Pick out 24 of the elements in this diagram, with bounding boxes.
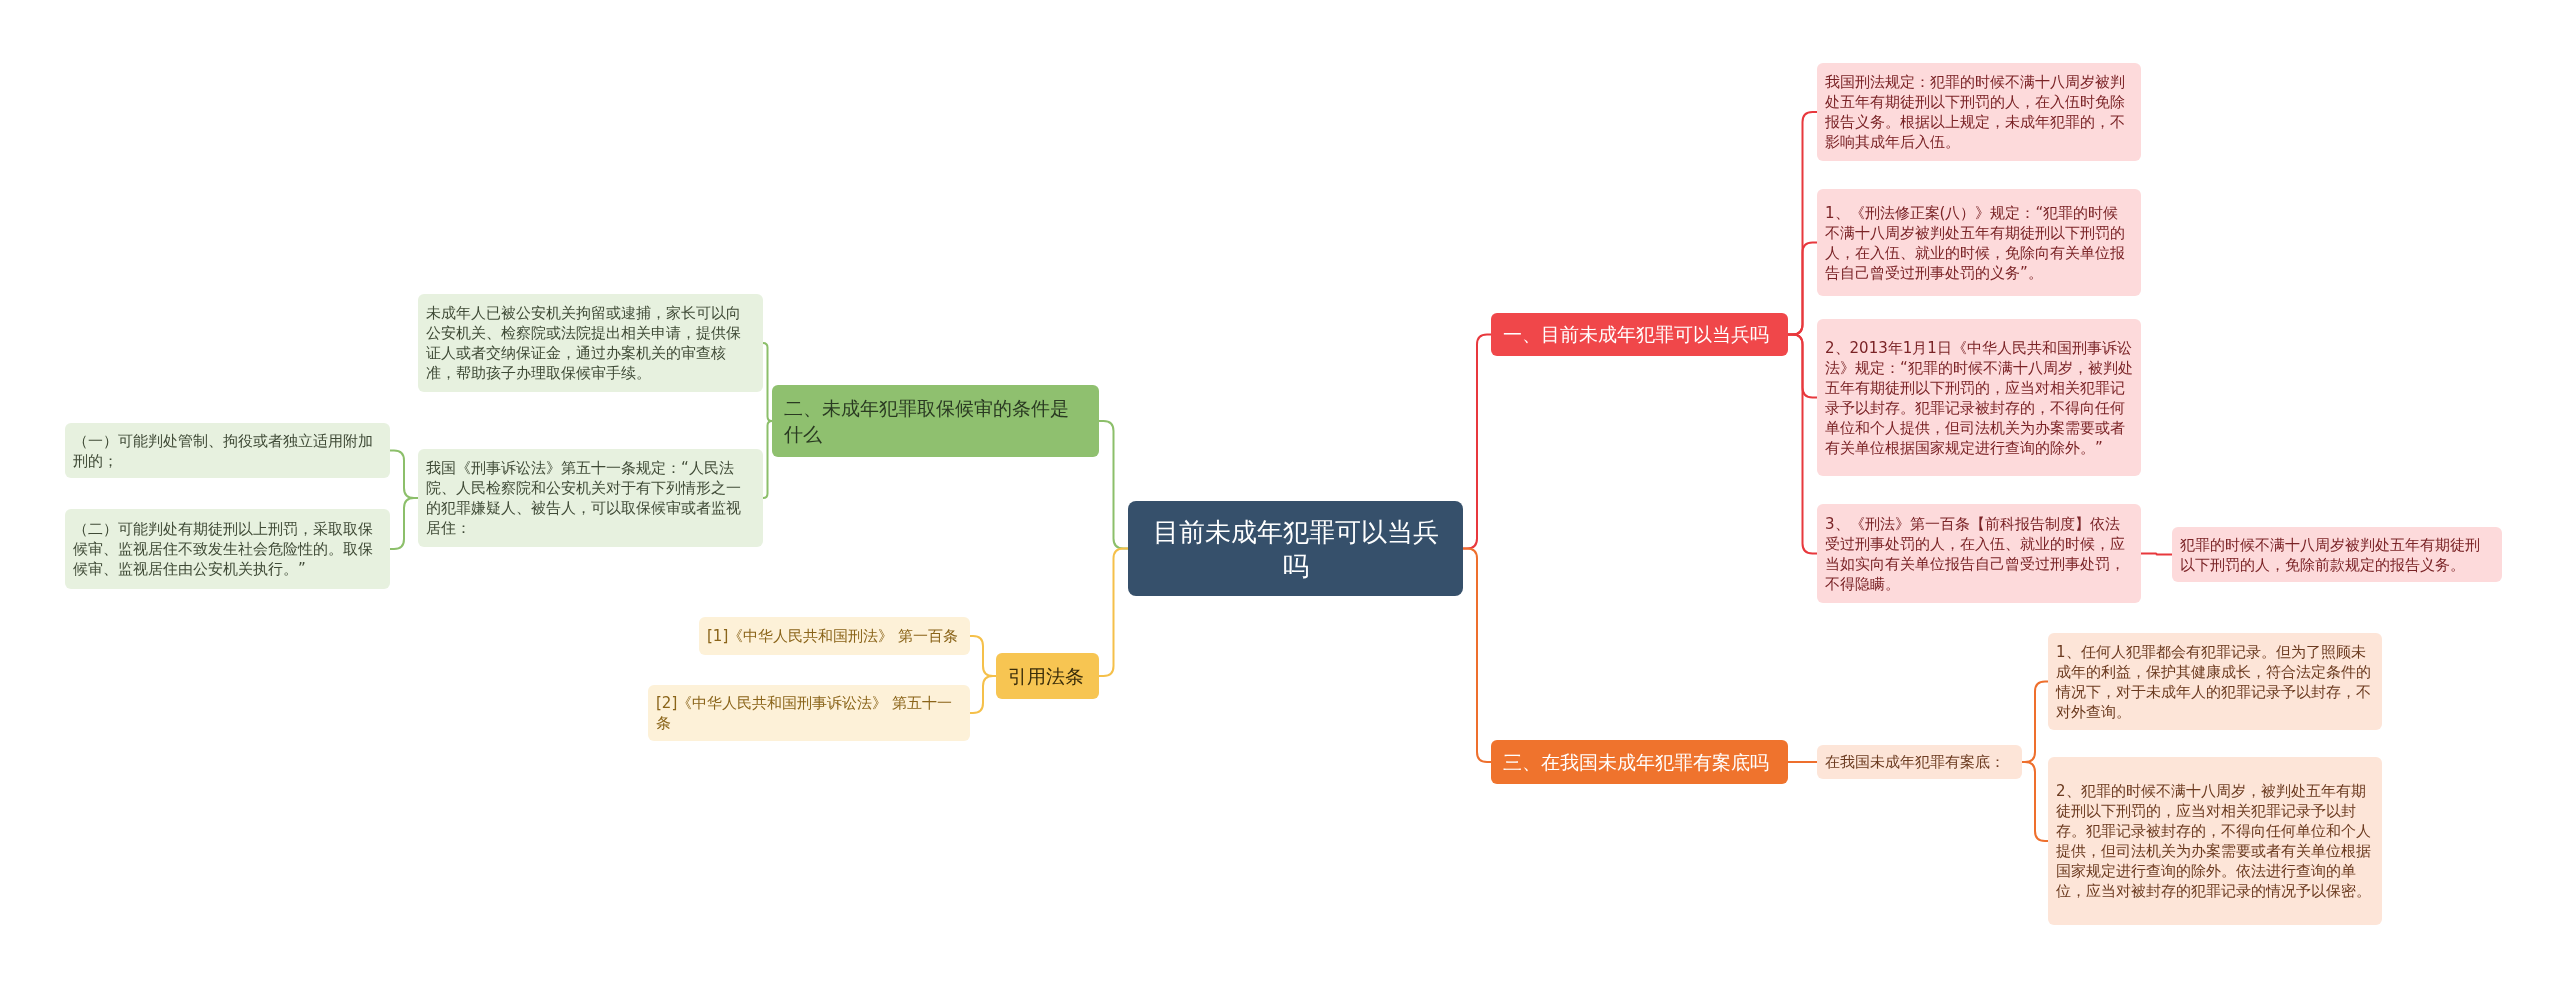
note-card: 犯罪的时候不满十八周岁被判处五年有期徒刑以下刑罚的人，免除前款规定的报告义务。 <box>2172 527 2502 582</box>
connector-line <box>762 342 773 422</box>
branch-topic: 引用法条 <box>996 653 1099 699</box>
note-card: （二）可能判处有期徒刑以上刑罚，采取取保候审、监视居住不致发生社会危险性的。取保候审、监视居住由公安机关执行。” <box>65 509 390 589</box>
note-card: 在我国未成年犯罪有案底： <box>1817 745 2022 779</box>
connector-line <box>2140 552 2173 556</box>
branch-topic: 三、在我国未成年犯罪有案底吗 <box>1491 740 1788 784</box>
note-card: 3、《刑法》第一百条【前科报告制度】依法受过刑事处罚的人，在入伍、就业的时候，应当如实向有关单位报告自己曾受过刑事处罚，不得隐瞒。 <box>1817 504 2141 603</box>
branch-topic: 二、未成年犯罪取保候审的条件是什么 <box>772 385 1099 457</box>
note-card: 1、《刑法修正案(八）》规定：“犯罪的时候不满十八周岁被判处五年有期徒刑以下刑罚的人，在入伍、就业的时候，免除向有关单位报告自己曾受过刑事处罚的义务”。 <box>1817 189 2141 296</box>
root-topic: 目前未成年犯罪可以当兵吗 <box>1128 501 1463 596</box>
note-card: 1、任何人犯罪都会有犯罪记录。但为了照顾未成年的利益，保护其健康成长，符合法定条件的情况下，对于未成年人的犯罪记录予以封存，不对外查询。 <box>2048 633 2382 730</box>
note-card: 我国《刑事诉讼法》第五十一条规定：“人民法院、人民检察院和公安机关对于有下列情形之一的犯罪嫌疑人、被告人，可以取保候审或者监视居住： <box>418 449 763 547</box>
connector-line <box>762 420 773 499</box>
note-card: 未成年人已被公安机关拘留或逮捕，家长可以向公安机关、检察院或法院提出相关申请，提供保证人或者交纳保证金，通过办案机关的审查核准，帮助孩子办理取保候审手续。 <box>418 294 763 392</box>
branch-topic: 一、目前未成年犯罪可以当兵吗 <box>1491 313 1788 356</box>
reference-card: [2]《中华人民共和国刑事诉讼法》 第五十一条 <box>648 685 970 741</box>
connector-line <box>1462 547 1492 763</box>
note-card: 我国刑法规定：犯罪的时候不满十八周岁被判处五年有期徒刑以下刑罚的人，在入伍时免除报告义务。根据以上规定，未成年犯罪的，不影响其成年后入伍。 <box>1817 63 2141 161</box>
reference-card: [1]《中华人民共和国刑法》 第一百条 <box>699 617 970 655</box>
connector-line <box>1787 761 1818 763</box>
note-card: （一）可能判处管制、拘役或者独立适用附加刑的； <box>65 423 390 478</box>
note-card: 2、犯罪的时候不满十八周岁，被判处五年有期徒刑以下刑罚的，应当对相关犯罪记录予以封存。犯罪记录被封存的，不得向任何单位和个人提供，但司法机关为办案需要或者有关单位根据国家规定进行查询的除外。依法进行查询的单位，应当对被封存的犯罪记录的情况予以保密。 <box>2048 757 2382 925</box>
note-card: 2、2013年1月1日《中华人民共和国刑事诉讼法》规定：“犯罪的时候不满十八周岁，被判处五年有期徒刑以下刑罚的，应当对相关犯罪记录予以封存。犯罪记录被封存的，不得向任何单位和个人提供，但司法机关为办案需要或者有关单位根据国家规定进行查询的除外。” <box>1817 319 2141 476</box>
